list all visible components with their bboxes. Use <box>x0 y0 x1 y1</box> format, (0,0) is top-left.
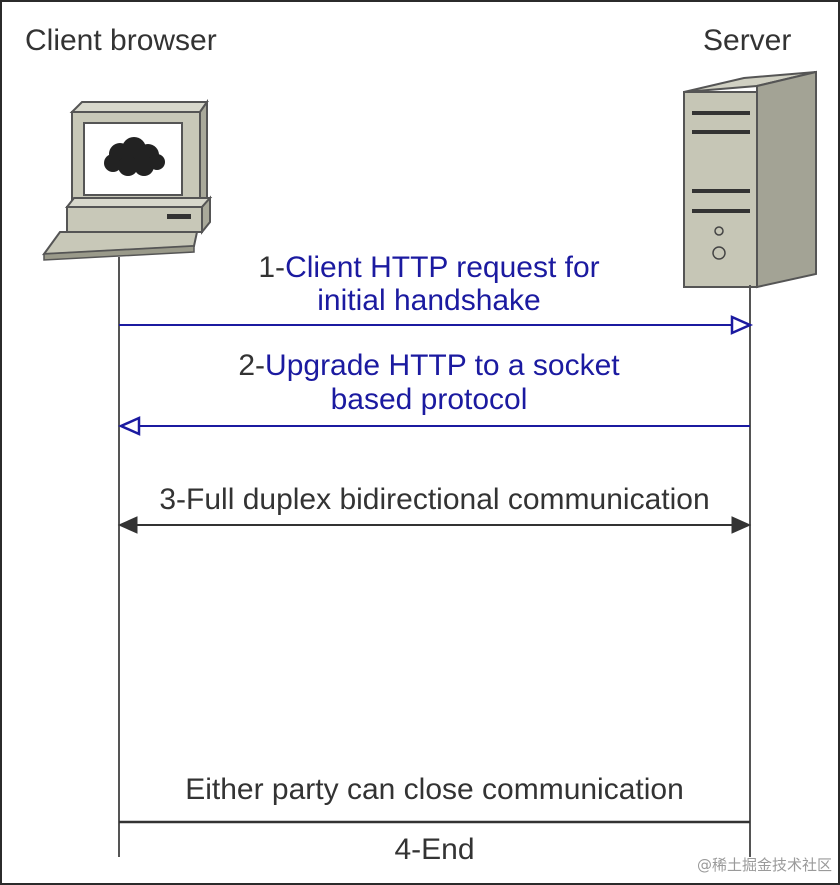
watermark: @稀土掘金技术社区 <box>696 856 832 874</box>
server-title: Server <box>703 24 792 57</box>
message-2-arrow <box>117 416 750 436</box>
close-note: Either party can close communication <box>185 773 684 806</box>
client-title: Client browser <box>25 24 217 57</box>
message-2-line2: based protocol <box>330 383 528 416</box>
desktop-computer-icon <box>41 98 213 261</box>
message-3-label: 3-Full duplex bidirectional communicatio… <box>159 483 710 516</box>
message-1-arrow <box>119 315 754 335</box>
message-1-step: 1- <box>258 251 286 284</box>
message-3-arrow <box>117 516 752 534</box>
end-label: 4-End <box>394 833 475 866</box>
message-1-line2: initial handshake <box>317 284 541 317</box>
message-1-label: 1-Client HTTP request for <box>129 251 729 285</box>
message-1-line1: Client HTTP request for <box>285 251 600 284</box>
message-2-line1: Upgrade HTTP to a socket <box>265 349 620 382</box>
message-2-step: 2- <box>238 349 266 382</box>
server-tower-icon <box>683 70 817 289</box>
message-2-label: 2-Upgrade HTTP to a socket <box>129 349 729 383</box>
